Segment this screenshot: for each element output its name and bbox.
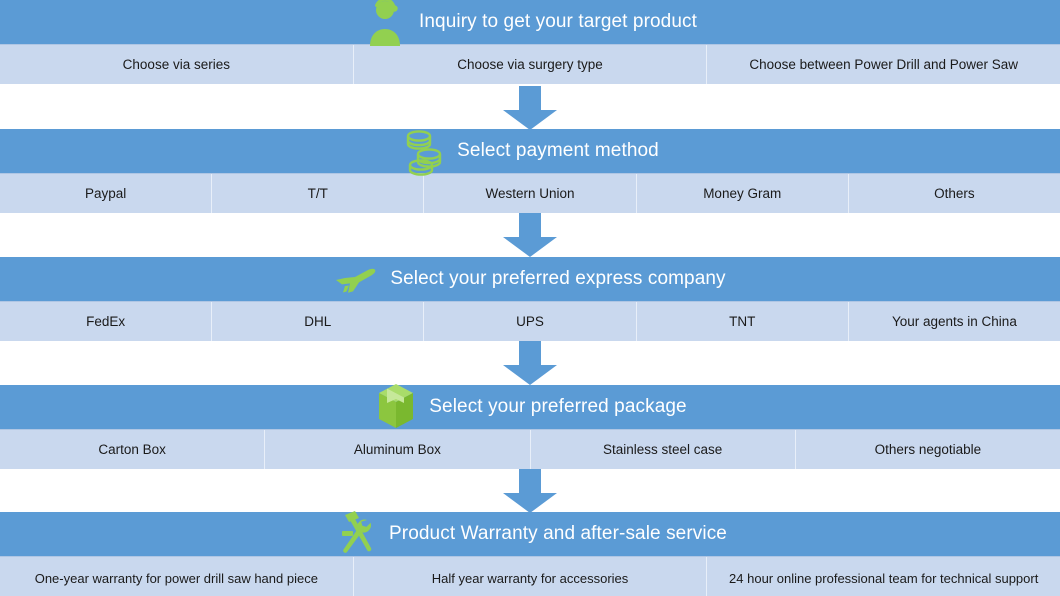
option-half-year-warranty-accessories[interactable]: Half year warranty for accessories (354, 557, 708, 596)
stage-payment: Select payment method Paypal T/T Western… (0, 129, 1060, 213)
option-money-gram[interactable]: Money Gram (637, 174, 849, 213)
option-24-hour-online-support[interactable]: 24 hour online professional team for tec… (729, 571, 1039, 587)
option-choose-power-drill-or-saw[interactable]: Choose between Power Drill and Power Saw (749, 56, 1018, 72)
stage-express-title: Select your preferred express company (390, 268, 726, 289)
customer-service-person-icon (363, 0, 409, 48)
option-carton-box[interactable]: Carton Box (0, 430, 266, 469)
option-ups[interactable]: UPS (424, 302, 637, 341)
option-stainless-steel-case[interactable]: Stainless steel case (531, 430, 796, 469)
hammer-wrench-tools-icon (333, 508, 379, 560)
stage-express-header: Select your preferred express company (0, 257, 1060, 301)
stage-payment-header: Select payment method (0, 129, 1060, 176)
option-choose-via-series[interactable]: Choose via series (0, 45, 354, 84)
option-aluminum-box[interactable]: Aluminum Box (265, 430, 531, 469)
option-western-union[interactable]: Western Union (424, 174, 637, 213)
option-one-year-warranty-hand-piece[interactable]: One-year warranty for power drill saw ha… (0, 557, 354, 596)
stage-inquiry-header: Inquiry to get your target product (0, 0, 1060, 46)
connector-2-down-arrow-icon (503, 213, 557, 257)
option-fedex[interactable]: FedEx (0, 302, 213, 341)
stage-package-options: Carton Box Aluminum Box Stainless steel … (0, 429, 1060, 469)
stage-payment-title: Select payment method (457, 140, 659, 161)
connector-3-down-arrow-icon (503, 341, 557, 385)
stage-express: Select your preferred express company Fe… (0, 257, 1060, 341)
airplane-icon (334, 253, 380, 305)
stage-inquiry-options: Choose via series Choose via surgery typ… (0, 44, 1060, 84)
option-paypal[interactable]: Paypal (0, 174, 213, 213)
option-tt[interactable]: T/T (212, 174, 425, 213)
stage-warranty-header: Product Warranty and after-sale service (0, 511, 1060, 556)
stage-package-header: Select your preferred package (0, 384, 1060, 429)
connector-4-down-arrow-icon (503, 469, 557, 513)
stage-express-options: FedEx DHL UPS TNT Your agents in China (0, 301, 1060, 341)
option-choose-via-surgery-type[interactable]: Choose via surgery type (354, 45, 708, 84)
option-dhl[interactable]: DHL (212, 302, 425, 341)
coin-stacks-icon (401, 125, 447, 177)
option-others-negotiable[interactable]: Others negotiable (874, 441, 982, 457)
option-others[interactable]: Others (934, 185, 975, 201)
stage-warranty-options: One-year warranty for power drill saw ha… (0, 556, 1060, 596)
stage-payment-options: Paypal T/T Western Union Money Gram Othe… (0, 173, 1060, 213)
stage-inquiry-title: Inquiry to get your target product (419, 11, 697, 32)
stage-warranty-title: Product Warranty and after-sale service (389, 523, 727, 544)
stage-warranty: Product Warranty and after-sale service … (0, 511, 1060, 596)
stage-package-title: Select your preferred package (429, 396, 687, 417)
package-box-icon (373, 381, 419, 433)
option-tnt[interactable]: TNT (637, 302, 849, 341)
option-your-agents-in-china[interactable]: Your agents in China (891, 313, 1017, 329)
stage-package: Select your preferred package Carton Box… (0, 384, 1060, 469)
connector-1-down-arrow-icon (503, 86, 557, 130)
stage-inquiry: Inquiry to get your target product Choos… (0, 0, 1060, 84)
